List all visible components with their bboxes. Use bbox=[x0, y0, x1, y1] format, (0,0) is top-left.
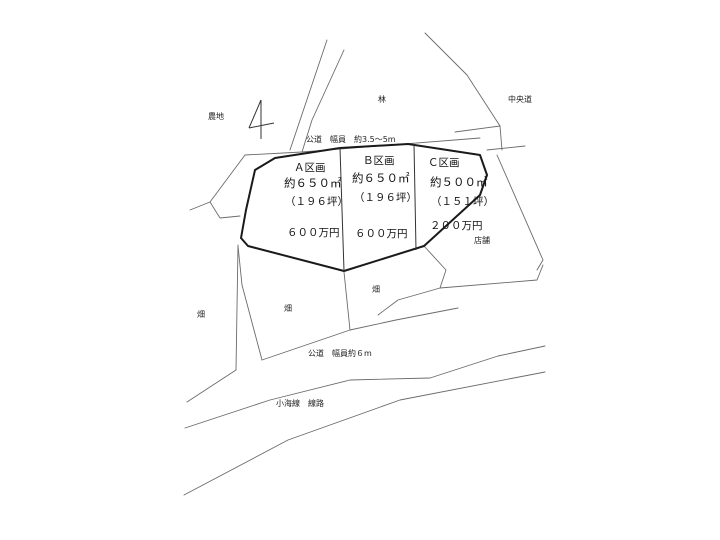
north-arrow-icon bbox=[248, 99, 275, 139]
parcel-b: Ｂ区画 約６５０㎡ （１９６坪） ６００万円 bbox=[352, 155, 417, 240]
parcel-a: Ａ区画 約６５０㎡ （１９６坪） ６００万円 bbox=[284, 162, 348, 239]
farmland-label: 農地 bbox=[208, 111, 224, 121]
parcel-b-name: Ｂ区画 bbox=[363, 155, 395, 167]
parcel-c-tsubo: （１５１坪） bbox=[431, 195, 494, 208]
north-road-label: 公道 幅員 約3.5〜5m bbox=[306, 134, 396, 144]
forest-label: 林 bbox=[378, 94, 386, 104]
parcel-a-area: 約６５０㎡ bbox=[284, 176, 342, 190]
railway-label: 小海線 線路 bbox=[276, 398, 324, 408]
parcel-b-price: ６００万円 bbox=[355, 228, 408, 240]
parcel-c-name: Ｃ区画 bbox=[428, 157, 460, 169]
parcel-c-price: ２００万円 bbox=[430, 220, 483, 232]
parcel-b-area: 約６５０㎡ bbox=[352, 171, 410, 185]
parcel-boundaries bbox=[240, 143, 488, 272]
field-center-label: 畑 bbox=[372, 285, 380, 294]
shop-label: 店舗 bbox=[474, 235, 490, 245]
parcel-c: Ｃ区画 約５００㎡ （１５１坪） ２００万円 bbox=[428, 157, 494, 232]
central-road-label: 中央道 bbox=[508, 94, 532, 104]
field-left-label: 畑 bbox=[197, 310, 205, 319]
surrounding-boundaries bbox=[183, 32, 546, 496]
surroundings-labels: 農地 林 中央道 公道 幅員 約3.5〜5m 店舗 畑 畑 畑 公道 幅員約６m… bbox=[197, 94, 532, 408]
parcel-a-name: Ａ区画 bbox=[294, 162, 326, 174]
parcel-b-tsubo: （１９６坪） bbox=[354, 191, 417, 204]
parcel-a-price: ６００万円 bbox=[287, 227, 340, 239]
south-road-label: 公道 幅員約６m bbox=[308, 348, 372, 358]
parcel-c-area: 約５００㎡ bbox=[430, 175, 488, 189]
field-center-left-label: 畑 bbox=[284, 304, 292, 313]
parcel-a-tsubo: （１９６坪） bbox=[285, 195, 348, 208]
